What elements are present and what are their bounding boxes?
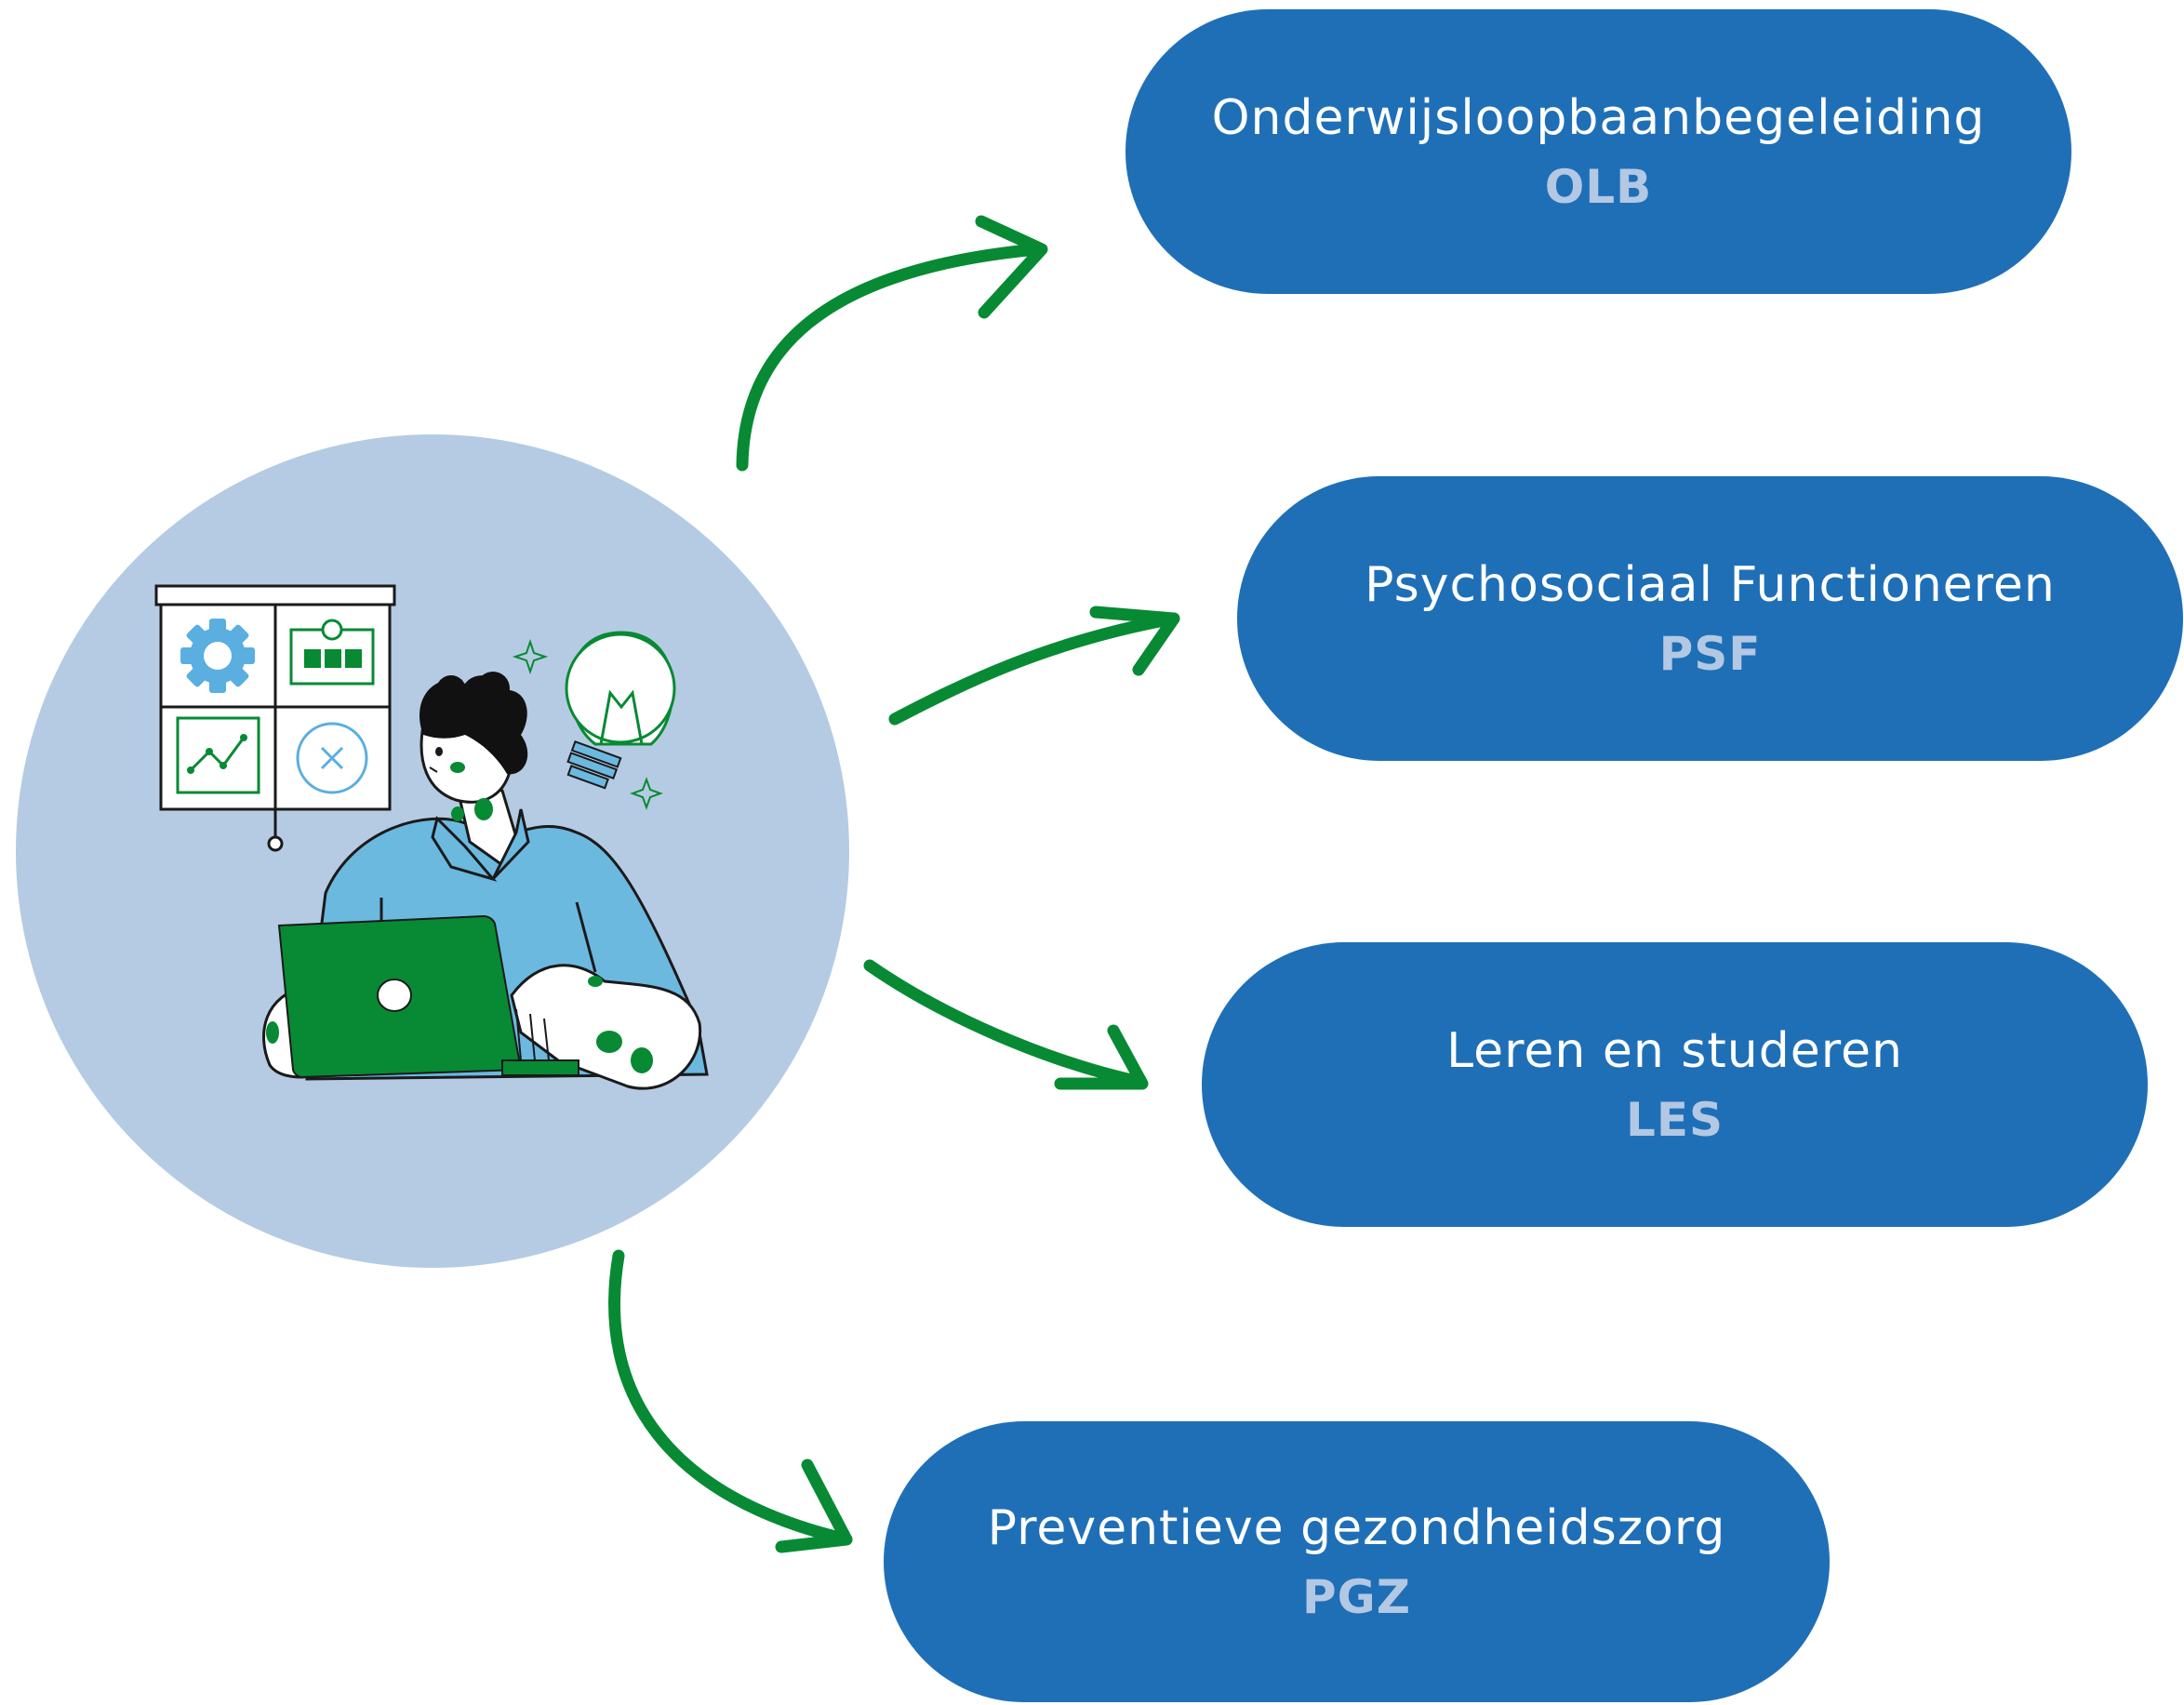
category-pill-psf: Psychosociaal Functioneren PSF [1237,476,2183,761]
pill-abbreviation: OLB [1544,160,1653,215]
lightbulb-icon [565,631,676,790]
arrow-to-les [863,959,1149,1090]
gear-icon [180,619,255,693]
close-circle-icon [296,722,368,794]
sparkle-icon [630,777,663,810]
pill-title: Onderwijsloopbaanbegeleiding [1211,89,1986,146]
pill-abbreviation: PGZ [1302,1570,1411,1625]
line-chart-icon [176,716,260,794]
category-pill-pgz: Preventieve gezondheidszorg PGZ [884,1421,1830,1702]
category-pill-olb: Onderwijsloopbaanbegeleiding OLB [1125,9,2071,294]
arrow-to-pgz [608,1249,853,1553]
sparkle-icon [512,638,549,675]
progress-bar-icon [289,619,375,686]
pill-title: Leren en studeren [1446,1022,1903,1079]
arrow-to-olb [736,215,1048,472]
pill-abbreviation: LES [1625,1093,1725,1148]
pill-title: Psychosociaal Functioneren [1365,556,2056,613]
laptop-icon [277,914,579,1079]
pill-abbreviation: PSF [1658,627,1762,682]
pill-title: Preventieve gezondheidszorg [987,1499,1726,1556]
arrow-to-psf [888,606,1180,726]
category-pill-les: Leren en studeren LES [1202,942,2148,1227]
